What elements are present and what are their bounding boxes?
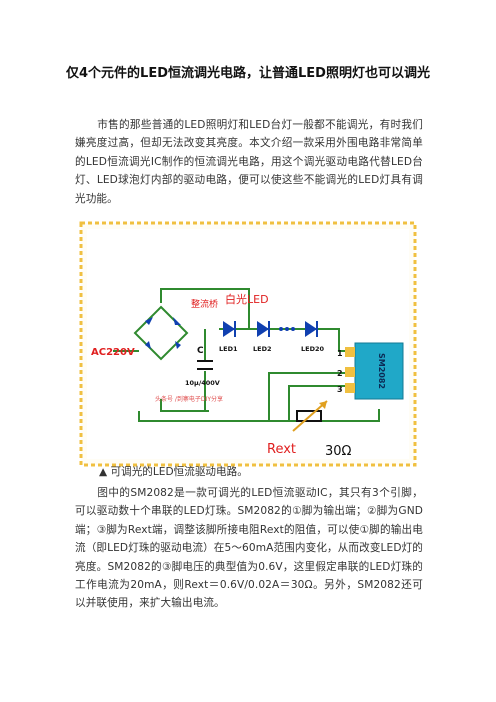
led2-label: LED2: [253, 345, 272, 353]
circuit-diagram: 整流桥 AC220V C 10μ/400V 白光LED LED1 LED2 LE…: [79, 221, 417, 467]
pin1-label: 1: [337, 349, 343, 358]
ic-label: SM2082: [377, 353, 386, 389]
body-paragraph: 图中的SM2082是一款可调光的LED恒流驱动IC，其只有3个引脚，可以驱动数十…: [75, 484, 423, 613]
intro-paragraph: 市售的那些普通的LED照明灯和LED台灯一般都不能调光，有时我们嫌亮度过高，但却…: [75, 116, 423, 208]
rext-value: 30Ω: [325, 444, 352, 459]
led20-label: LED20: [301, 345, 325, 353]
led1-label: LED1: [219, 345, 238, 353]
figure-caption: ▲ 可调光的LED恒流驱动电路。: [99, 466, 248, 478]
ic-sm2082: [345, 342, 404, 400]
bridge-rectifier: [133, 305, 189, 361]
led-2: [257, 321, 270, 337]
article-title: 仅4个元件的LED恒流调光电路，让普通LED照明灯也可以调光: [66, 66, 430, 81]
pin3-label: 3: [337, 385, 343, 394]
rext-resistor: [292, 400, 328, 432]
capacitor: [197, 360, 213, 370]
capacitor-value: 10μ/400V: [185, 379, 220, 387]
ac-voltage-label: AC220V: [91, 347, 135, 358]
body-text: 图中的SM2082是一款可调光的LED恒流驱动IC，其只有3个引脚，可以驱动数十…: [75, 487, 423, 610]
circuit-wires: [113, 288, 380, 422]
pin2-label: 2: [337, 369, 343, 378]
led-20: [305, 321, 318, 337]
watermark-text: 头条号 /到寨电子DIY分享: [155, 395, 223, 403]
rext-label: Rext: [267, 442, 296, 457]
led-1: [223, 321, 236, 337]
white-led-label: 白光LED: [225, 292, 269, 306]
bridge-label: 整流桥: [191, 298, 218, 310]
capacitor-label: C: [197, 346, 204, 356]
intro-text: 市售的那些普通的LED照明灯和LED台灯一般都不能调光，有时我们嫌亮度过高，但却…: [75, 119, 423, 205]
led-string: [223, 321, 318, 337]
